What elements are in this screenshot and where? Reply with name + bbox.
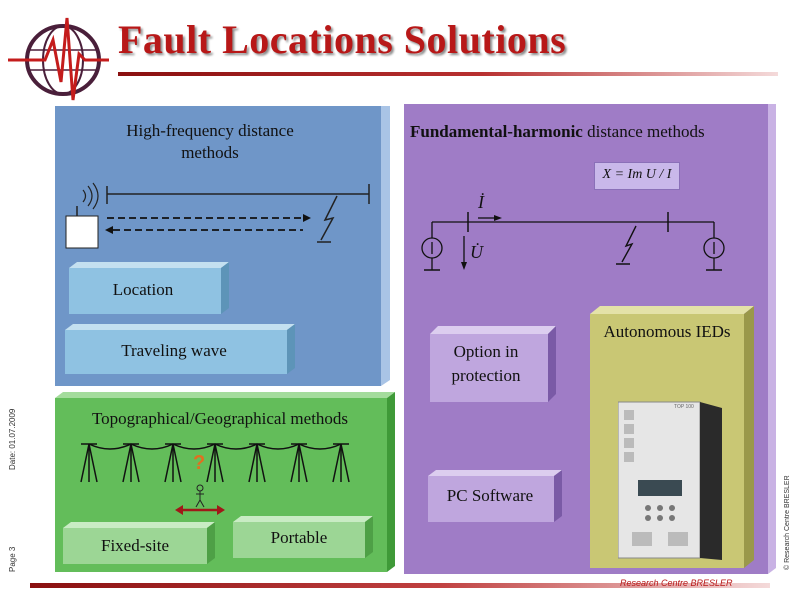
hf-line-diagram — [65, 182, 370, 249]
formula-text: X = Im U / I — [602, 167, 672, 182]
fh-title-bold: Fundamental-harmonic — [410, 122, 583, 141]
traveling-wave-button[interactable]: Traveling wave — [65, 324, 295, 374]
question-mark: ? — [193, 452, 206, 474]
fixed-site-box-shape — [63, 522, 215, 564]
traveling-wave-box-shape — [65, 324, 295, 374]
pc-software-box-shape — [428, 470, 562, 522]
device-brand: TOP 100 — [674, 404, 694, 410]
hf-panel-title: High-frequency distance methods — [126, 121, 294, 162]
hf-panel-shape — [55, 106, 390, 386]
footer-text: Research Centre BRESLER — [620, 578, 733, 588]
fh-title-rest: distance methods — [582, 122, 705, 141]
autonomous-ieds-panel[interactable]: Autonomous IEDs TOP 100 — [590, 306, 754, 568]
towers-diagram — [80, 443, 350, 515]
pc-software-button[interactable]: PC Software — [428, 470, 562, 522]
page-title: Fault Locations Solutions — [118, 17, 567, 62]
location-label: Location — [112, 280, 174, 299]
logo-graphic — [8, 17, 109, 101]
pc-software-label: PC Software — [446, 486, 534, 505]
current-symbol: İ — [478, 192, 484, 212]
person-icon — [195, 484, 205, 508]
ied-device-image — [618, 401, 722, 560]
voltage-symbol: U̇ — [470, 242, 483, 262]
location-button[interactable]: Location — [69, 262, 229, 314]
copyright-label: © Research Centre BRESLER — [784, 475, 791, 570]
option-in-protection-button[interactable]: Option in protection — [430, 326, 556, 402]
topo-panel: Topographical/Geographical methods ? — [55, 392, 395, 572]
autonomous-label: Autonomous IEDs — [603, 322, 731, 341]
portable-button[interactable]: Portable — [233, 516, 373, 558]
portable-box-shape — [233, 516, 373, 558]
fh-panel-title: Fundamental-harmonic distance methods — [410, 122, 770, 142]
page-number: Page 3 — [8, 546, 17, 572]
location-box-shape — [69, 262, 229, 314]
option-label: Option in protection — [451, 342, 521, 385]
fixed-site-button[interactable]: Fixed-site — [63, 522, 215, 564]
circuit-diagram — [421, 212, 725, 271]
traveling-wave-label: Traveling wave — [121, 341, 227, 360]
formula-box: X = Im U / I — [594, 162, 680, 190]
portable-label: Portable — [270, 528, 328, 547]
hf-panel: High-frequency distance methods Location — [55, 106, 390, 386]
topo-panel-title: Topographical/Geographical methods — [91, 409, 349, 428]
fh-panel: Fundamental-harmonic distance methods X … — [404, 104, 776, 574]
fixed-site-label: Fixed-site — [101, 536, 169, 555]
title-underline — [118, 72, 778, 76]
option-box-shape — [430, 326, 556, 402]
footer-rule — [30, 583, 770, 588]
bresler-logo — [5, 10, 113, 106]
date-label: Date: 01.07.2009 — [8, 408, 17, 470]
